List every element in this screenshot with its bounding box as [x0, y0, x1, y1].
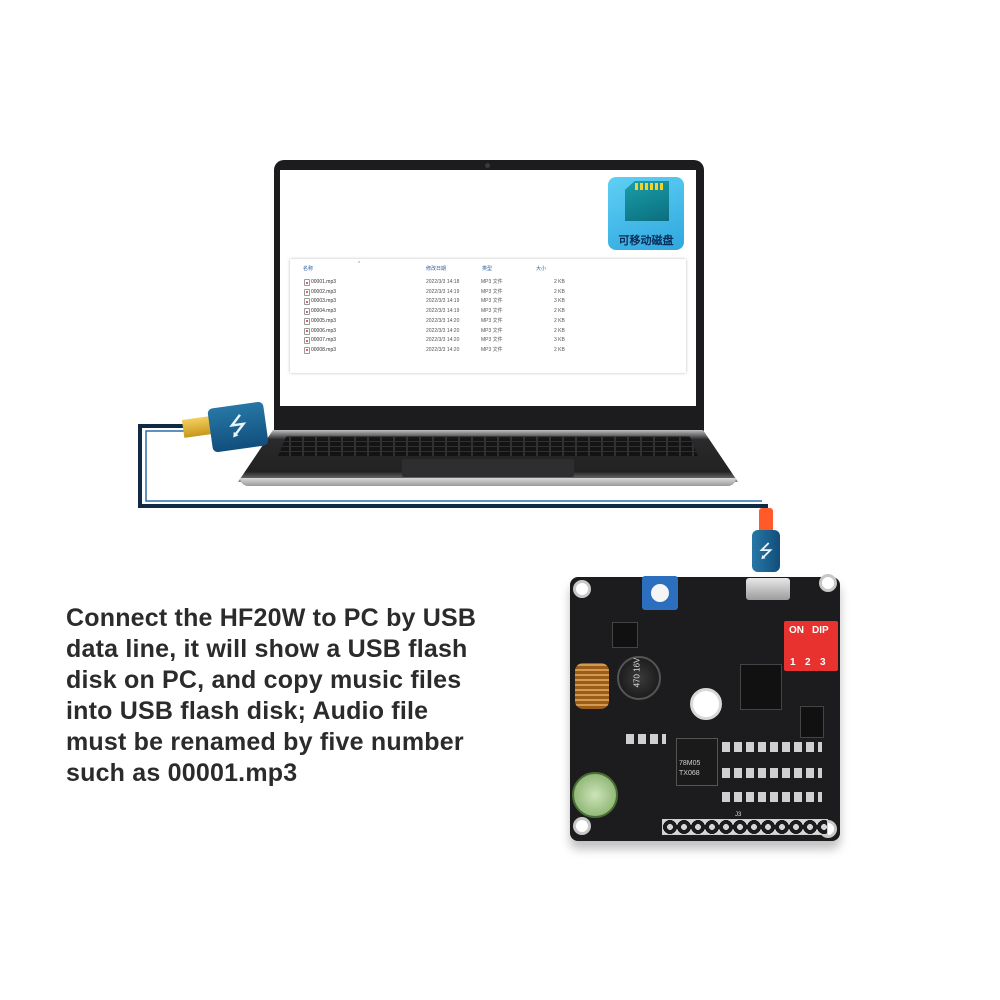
file-name[interactable]: 00005.mp3 — [311, 317, 337, 324]
voltage-regulator — [676, 738, 718, 786]
file-name[interactable]: 00003.mp3 — [311, 298, 337, 305]
potentiometer-knob[interactable] — [651, 584, 669, 602]
mp3-file-icon — [304, 288, 310, 296]
center-mounting-hole — [690, 688, 722, 720]
column-header-date[interactable]: 修改日期 — [426, 266, 447, 272]
mounting-hole — [573, 580, 591, 598]
header-label: J3 — [735, 812, 742, 818]
mp3-file-icon — [304, 317, 310, 325]
dip-switch[interactable] — [784, 621, 838, 671]
smd-component-row — [722, 742, 822, 752]
caption-line: must be renamed by five number — [66, 728, 464, 756]
usb-c-strain-relief — [759, 508, 773, 536]
file-date: 2022/3/3 14:19 — [426, 298, 460, 305]
capacitor-marking: 470 16V — [632, 657, 642, 688]
dip-switch-1[interactable]: 1 — [790, 657, 796, 668]
regulator-marking-2: TX068 — [679, 770, 700, 777]
file-list-panel — [290, 259, 686, 373]
electrolytic-capacitor — [617, 656, 661, 700]
file-type: MP3 文件 — [481, 317, 503, 324]
file-size: 2 KB — [554, 288, 565, 295]
file-date: 2022/3/3 14:20 — [426, 327, 460, 334]
mp3-file-icon — [304, 308, 310, 316]
file-type: MP3 文件 — [481, 308, 503, 315]
file-date: 2022/3/3 14:20 — [426, 337, 460, 344]
caption-line: such as 00001.mp3 — [66, 759, 298, 787]
usb-icon: ⭍ — [226, 411, 250, 442]
file-type: MP3 文件 — [481, 337, 503, 344]
pin-header-j3 — [662, 819, 828, 835]
file-date: 2022/3/3 14:20 — [426, 346, 460, 353]
mp3-file-icon — [304, 346, 310, 354]
file-size: 3 KB — [554, 298, 565, 305]
main-ic — [740, 664, 782, 710]
regulator-marking-1: 78M05 — [679, 760, 701, 767]
caption-line: disk on PC, and copy music files — [66, 666, 462, 694]
smd-component-row — [722, 768, 822, 778]
laptop-keyboard — [278, 436, 698, 456]
usb-c-port — [746, 578, 790, 600]
file-date: 2022/3/3 14:19 — [426, 288, 460, 295]
file-size: 2 KB — [554, 346, 565, 353]
laptop-base-edge — [240, 478, 736, 486]
mp3-file-icon — [304, 327, 310, 335]
file-name[interactable]: 00008.mp3 — [311, 346, 337, 353]
inductor-coil — [575, 663, 609, 709]
amplifier-ic — [800, 706, 824, 738]
file-type: MP3 文件 — [481, 279, 503, 285]
dip-switch-2[interactable]: 2 — [805, 657, 811, 668]
file-size: 2 KB — [554, 279, 565, 285]
usb-c-plug: ⭍ — [752, 530, 780, 572]
column-header-size[interactable]: 大小 — [536, 266, 547, 272]
file-name[interactable]: 00006.mp3 — [311, 327, 337, 334]
file-type: MP3 文件 — [481, 288, 503, 295]
dip-on-label: ON — [789, 625, 804, 636]
column-header-name[interactable]: 名称 — [303, 266, 314, 272]
usb-a-connector — [181, 416, 213, 438]
caption-line: data line, it will show a USB flash — [66, 635, 468, 663]
caption-line: Connect the HF20W to PC by USB — [66, 604, 477, 632]
webcam — [485, 163, 490, 168]
usb-icon: ⭍ — [758, 541, 774, 561]
smd-component-row — [722, 792, 822, 802]
usb-a-plug: ⭍ — [207, 401, 269, 453]
file-type: MP3 文件 — [481, 298, 503, 305]
file-name[interactable]: 00001.mp3 — [311, 279, 337, 285]
file-date: 2022/3/3 14:18 — [426, 279, 460, 285]
mp3-file-icon — [304, 298, 310, 306]
caption-line: into USB flash disk; Audio file — [66, 697, 429, 725]
file-size: 2 KB — [554, 317, 565, 324]
file-date: 2022/3/3 14:19 — [426, 308, 460, 315]
file-size: 2 KB — [554, 308, 565, 315]
file-date: 2022/3/3 14:20 — [426, 317, 460, 324]
sd-card-pins — [635, 183, 665, 190]
file-type: MP3 文件 — [481, 327, 503, 334]
sort-caret-icon: ⌃ — [357, 261, 362, 267]
file-size: 2 KB — [554, 327, 565, 334]
mp3-file-icon — [304, 337, 310, 345]
small-ic — [612, 622, 638, 648]
smd-component-row — [626, 734, 666, 744]
dip-label: DIP — [812, 625, 829, 636]
file-name[interactable]: 00002.mp3 — [311, 288, 337, 295]
laptop-trackpad — [402, 459, 574, 477]
instruction-caption: Connect the HF20W to PC by USB data line… — [66, 603, 546, 789]
file-size: 3 KB — [554, 337, 565, 344]
green-capacitor — [572, 772, 618, 818]
column-header-type[interactable]: 类型 — [482, 266, 493, 272]
dip-switch-3[interactable]: 3 — [820, 657, 826, 668]
file-name[interactable]: 00004.mp3 — [311, 308, 337, 315]
removable-disk-label[interactable]: 可移动磁盘 — [618, 235, 674, 247]
file-type: MP3 文件 — [481, 346, 503, 353]
mounting-hole — [573, 817, 591, 835]
mp3-file-icon — [304, 279, 310, 286]
mounting-hole — [819, 574, 837, 592]
file-name[interactable]: 00007.mp3 — [311, 337, 337, 344]
